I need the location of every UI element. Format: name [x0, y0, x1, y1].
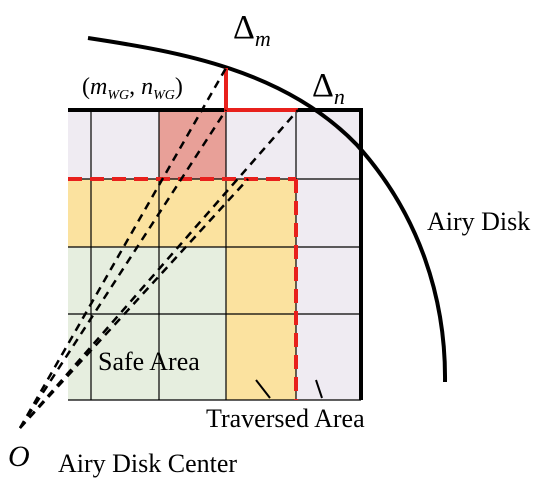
grid-cell-2-1 — [91, 247, 159, 314]
grid-cell-0-3 — [226, 110, 296, 179]
grid-cell-2-0 — [68, 247, 91, 314]
grid-cell-3-1 — [91, 314, 159, 400]
traversed-area-label: Traversed Area — [206, 404, 365, 433]
grid-cell-2-2 — [159, 247, 226, 314]
grid-cell-1-3 — [226, 179, 296, 247]
ray-4 — [19, 178, 249, 429]
grid-cell-1-4 — [296, 179, 361, 247]
delta-m-step — [224, 68, 298, 112]
grid-cell-3-0 — [68, 314, 91, 400]
airy-disk-center-label: Airy Disk Center — [58, 449, 237, 478]
traversed-pointer-2 — [315, 379, 323, 399]
ray-3 — [19, 109, 299, 429]
grid-cell-1-1 — [91, 179, 159, 247]
grid-cell-2-3 — [226, 247, 296, 314]
delta-n-label: Δn — [312, 67, 345, 109]
grid-cell-1-2 — [159, 179, 226, 247]
grid-cell-0-1 — [91, 110, 159, 179]
grid-cell-2-4 — [296, 247, 361, 314]
grid-cell-3-4 — [296, 314, 361, 400]
airy-disk-arc — [87, 36, 448, 383]
grid-cell-0-0 — [68, 110, 91, 179]
grid-cell-3-2 — [159, 314, 226, 400]
coordinate-label: (mWG, nWG) — [82, 74, 183, 103]
airy-disk-label: Airy Disk — [427, 207, 530, 236]
ray-2 — [18, 109, 228, 429]
origin-label: O — [8, 440, 30, 473]
grid-cell-1-0 — [68, 179, 91, 247]
safe-area-label: Safe Area — [98, 347, 200, 376]
delta-m-label: Δm — [233, 9, 271, 51]
traversed-pointer-1 — [255, 379, 271, 399]
rays — [18, 67, 299, 429]
